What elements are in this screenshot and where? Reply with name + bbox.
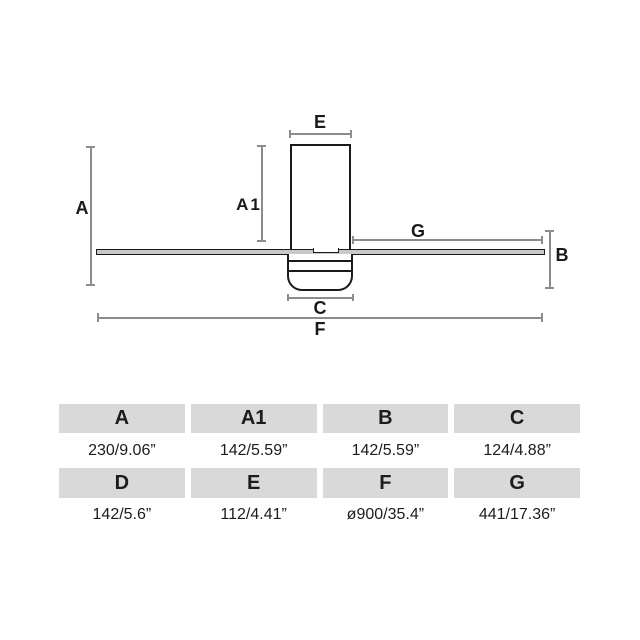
dim-tick: [351, 294, 354, 301]
dim-label-c: C: [313, 298, 327, 318]
dim-line-a: [90, 147, 92, 285]
table-header-c: C: [454, 404, 580, 433]
dim-line-c: [287, 297, 353, 299]
table-value-a1: 142/5.59”: [190, 433, 317, 468]
table-value-d: 142/5.6”: [59, 498, 185, 532]
dim-label-a: A: [75, 198, 89, 218]
dim-tick: [86, 284, 95, 286]
table-value-g: 441/17.36”: [454, 498, 580, 532]
dim-label-b: B: [555, 245, 569, 265]
dim-line-b: [549, 231, 551, 288]
dim-label-a1: A1: [236, 195, 262, 214]
dim-label-g: G: [410, 221, 425, 241]
dim-tick: [257, 145, 266, 147]
dim-tick: [541, 236, 543, 244]
table-value-e: 112/4.41”: [190, 498, 317, 532]
dimension-spec-table: A A1 B C 230/9.06” 142/5.59” 142/5.59” 1…: [59, 404, 580, 532]
table-header-g: G: [454, 468, 580, 498]
table-header-d: D: [59, 468, 185, 498]
table-value-b: 142/5.59”: [322, 433, 449, 468]
dim-tick: [545, 287, 554, 289]
dim-label-f: F: [314, 319, 326, 339]
dim-tick: [349, 130, 352, 138]
dim-tick: [352, 236, 354, 244]
dim-tick: [289, 130, 291, 138]
dim-label-e: E: [313, 112, 326, 132]
table-header-e: E: [190, 468, 317, 498]
dim-line-a1: [261, 146, 263, 241]
dim-tick: [541, 313, 543, 322]
table-value-a: 230/9.06”: [59, 433, 185, 468]
table-value-f: ø900/35.4”: [322, 498, 449, 532]
dim-tick: [86, 146, 95, 148]
motor-housing: [290, 144, 351, 250]
dim-tick: [257, 240, 266, 242]
table-value-c: 124/4.88”: [454, 433, 580, 468]
table-header-a1: A1: [190, 404, 317, 433]
dim-line-f: [97, 317, 543, 319]
dim-tick: [287, 294, 289, 301]
dim-line-e: [289, 133, 351, 135]
dim-line-g: [352, 239, 543, 241]
blade-hub-notch: [313, 247, 339, 253]
dim-tick: [545, 230, 554, 232]
light-kit-seam: [289, 270, 351, 272]
light-kit-seam: [289, 260, 351, 262]
table-header-f: F: [322, 468, 449, 498]
dim-tick: [97, 313, 99, 322]
table-header-a: A: [59, 404, 185, 433]
table-header-b: B: [322, 404, 449, 433]
